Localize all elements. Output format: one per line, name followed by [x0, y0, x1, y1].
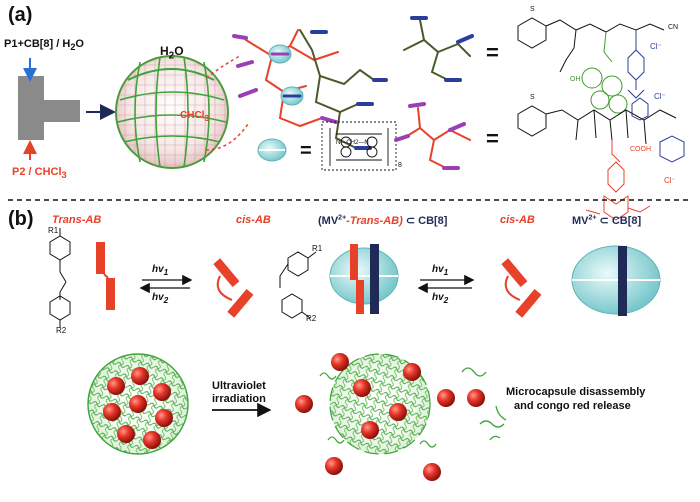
r2-label: R2: [56, 326, 67, 335]
cb8-icon: [257, 138, 287, 162]
cis-ab-label-2: cis-AB: [500, 214, 535, 226]
hv1-label: hv1: [152, 264, 168, 277]
mv-trans-ab-cb8-complex: [329, 244, 399, 314]
cb8-structure: [321, 121, 397, 171]
polymer-p1-cartoon: [403, 16, 474, 82]
hv1-label-2: hv1: [432, 264, 448, 277]
panel-b-label: (b): [8, 208, 34, 230]
mv-cb8-sup: 2+: [588, 214, 597, 222]
photo-switch-arrows-1: [139, 274, 193, 294]
nitrile-label: CN: [668, 24, 679, 31]
chloride-label-2: Cl⁻: [654, 92, 666, 101]
p1-inlet-tail: O: [75, 38, 84, 50]
cis-ab-cartoon: [213, 258, 254, 318]
uv-label-line2: irradiation: [212, 393, 266, 405]
hv2-label-2: hv2: [432, 292, 448, 305]
hv2-sub: 2: [163, 295, 169, 305]
cooh-label: COOH: [630, 146, 651, 153]
cis-ab-cartoon-2: [501, 258, 542, 318]
p2-inlet-label: P2 / CHCl3: [12, 166, 67, 180]
zoom-line-top: [205, 55, 241, 79]
cis-ab-structure: [279, 251, 317, 319]
disassembled-microcapsule: [295, 353, 455, 481]
hv1-text: hv: [152, 264, 164, 275]
polymer-p2-cartoon: [394, 102, 471, 170]
mv-trans-ab-cb8-label: (MV2+-Trans-AB) ⊂ CB[8]: [318, 214, 447, 227]
capsule-water-text: H: [160, 44, 169, 58]
hv2-text-2: hv: [432, 292, 444, 303]
hv2-label: hv2: [152, 292, 168, 305]
capsule-water-label: H2O: [160, 44, 184, 61]
uv-label-line1: Ultraviolet: [212, 380, 266, 392]
mv-trans-pre: (MV: [318, 215, 339, 227]
mv-trans-sup: 2+: [338, 214, 347, 222]
chloride-label-3: Cl⁻: [664, 176, 676, 185]
panel-a-label: (a): [8, 4, 33, 26]
hv2-sub-2: 2: [443, 295, 449, 305]
cb8-inner-text: N—CH2—N: [336, 140, 369, 146]
p2-inlet-text: P2 / CHCl: [12, 166, 62, 178]
trans-ab-cartoon: [96, 242, 115, 310]
capsule-chcl3-label: CHCl3: [180, 110, 209, 123]
sulfur-label-1: S: [530, 6, 535, 13]
mv-cb8-post: ⊂ CB[8]: [596, 215, 642, 227]
hv1-sub: 1: [163, 267, 169, 277]
sulfur-label-2: S: [530, 94, 535, 101]
hydroxyl-label: OH: [570, 76, 581, 83]
r2-label-cis: R2: [306, 314, 317, 323]
loaded-microcapsule: [87, 353, 189, 455]
chloride-label-1: Cl⁻: [650, 42, 662, 51]
photo-switch-arrows-2: [417, 274, 475, 294]
cis-ab-label: cis-AB: [236, 214, 271, 226]
polymer-network-zoom: [232, 29, 388, 150]
microfluidic-junction: [18, 76, 80, 140]
r1-label-cis: R1: [312, 244, 323, 253]
equals-p2: =: [486, 126, 499, 151]
p1-inlet-sub: 2: [70, 42, 76, 53]
chcl3-droplet-capsule: [115, 55, 229, 169]
p2-inlet-sub: 3: [61, 170, 67, 181]
equals-cb8: =: [300, 140, 312, 162]
mv-trans-post: ⊂ CB[8]: [402, 215, 448, 227]
release-label-line1: Microcapsule disassembly: [506, 386, 646, 398]
capsule-water-tail: O: [174, 44, 184, 58]
capsule-chcl3-sub: 3: [204, 113, 210, 123]
mv-cb8-complex: [571, 245, 661, 316]
trans-ab-structure: [49, 228, 71, 328]
p1-inlet-label: P1+CB[8] / H2O: [4, 38, 84, 52]
capsule-water-sub: 2: [168, 50, 175, 62]
capsule-chcl3-text: CHCl: [180, 110, 205, 121]
hv1-text-2: hv: [432, 264, 444, 275]
equals-p1: =: [486, 40, 499, 65]
polymer-p2-structure: [517, 105, 685, 221]
released-fragments: [461, 367, 507, 441]
mv-cb8-pre: MV: [572, 215, 589, 227]
mv-trans-mid: -Trans-AB): [346, 215, 403, 227]
cb8-subscript: 8: [398, 162, 402, 169]
trans-ab-label: Trans-AB: [52, 214, 102, 226]
r1-label: R1: [48, 226, 59, 235]
mv-cb8-label: MV2+ ⊂ CB[8]: [572, 214, 641, 227]
hv2-text: hv: [152, 292, 164, 303]
release-label-line2: and congo red release: [514, 400, 631, 412]
hv1-sub-2: 1: [443, 267, 449, 277]
p1-inlet-text: P1+CB[8] / H: [4, 38, 71, 50]
polymer-p1-structure: [517, 17, 665, 121]
